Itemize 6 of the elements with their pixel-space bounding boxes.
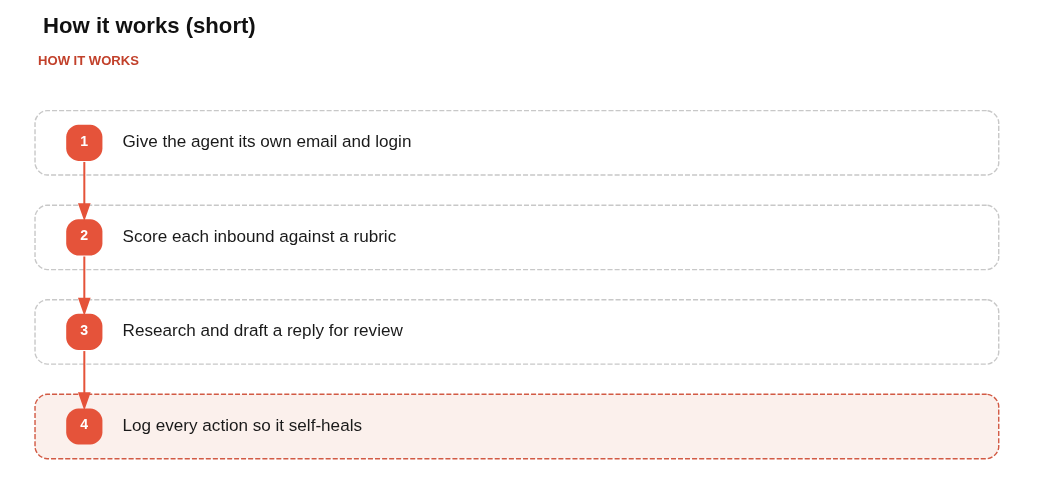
arrow <box>77 351 91 411</box>
diagram-title: How it works (short) <box>42 12 256 38</box>
node-box: 1 Give the agent its own email and login <box>33 109 999 176</box>
label: HOW IT WORKS <box>37 52 139 68</box>
arrow <box>77 161 91 222</box>
arrow <box>77 256 91 316</box>
